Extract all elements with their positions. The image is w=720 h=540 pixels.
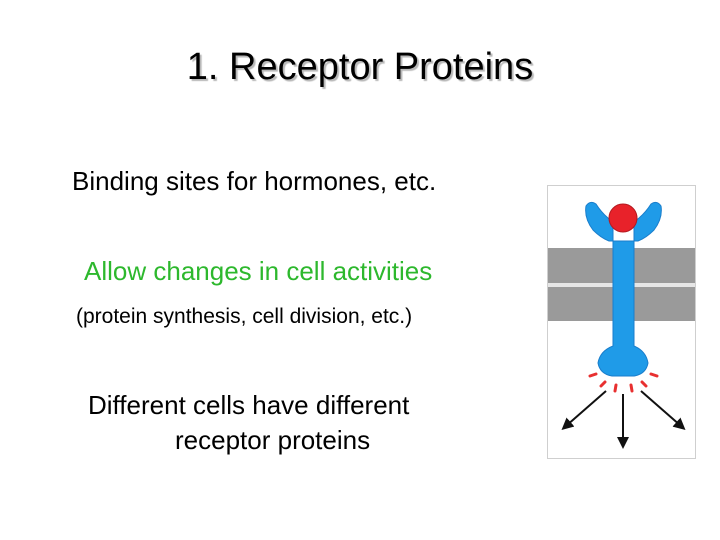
bullet-binding-sites: Binding sites for hormones, etc. xyxy=(72,166,437,196)
bullet-cell-activities: Allow changes in cell activities xyxy=(84,256,433,286)
signal-arrow-right xyxy=(640,390,686,430)
hormone-ligand xyxy=(608,203,638,233)
signal-arrow-left xyxy=(561,390,607,430)
signal-dashes xyxy=(588,372,659,393)
receptor-diagram-svg xyxy=(548,201,695,449)
bullet-different-cells: Different cells have different xyxy=(88,390,410,420)
slide-title: 1. Receptor Proteins xyxy=(186,46,534,88)
sub-bullet-examples: (protein synthesis, cell division, etc.) xyxy=(76,305,413,328)
receptor-diagram xyxy=(547,185,696,459)
bullet-different-cells-cont: receptor proteins xyxy=(175,425,371,455)
